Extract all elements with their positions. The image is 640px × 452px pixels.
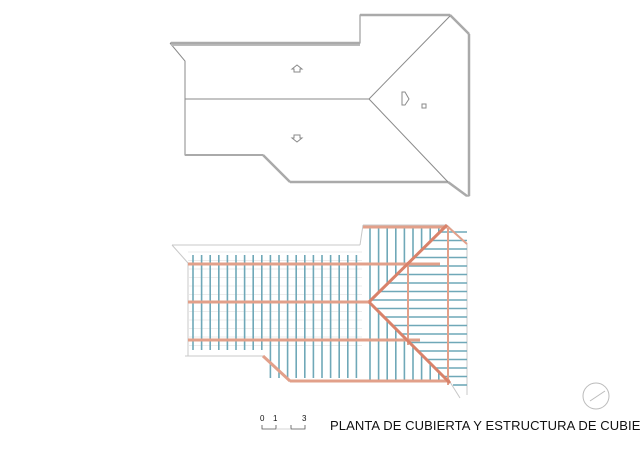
scale-label-1: 1 (273, 414, 278, 423)
eave-gutter (449, 14, 470, 35)
slope-arrow-icon (290, 134, 304, 143)
beam (446, 225, 468, 245)
scale-label-0: 0 (260, 414, 265, 423)
scale-label-3: 3 (302, 414, 307, 423)
roof-structure-plan (171, 223, 468, 399)
slope-arrow-icon (290, 64, 304, 73)
outline-line (449, 381, 461, 399)
outline-line (171, 244, 189, 264)
eave-gutter (262, 154, 291, 183)
hip-line (368, 98, 449, 183)
hip-beam (367, 300, 452, 385)
scale-bar (261, 425, 306, 430)
skylight-icon (421, 103, 427, 109)
hip-beam (367, 223, 449, 304)
hip-line (368, 15, 451, 100)
outline-line (359, 224, 364, 246)
slope-arrow-icon (401, 91, 410, 106)
roof-plan-top (169, 13, 471, 198)
north-arrow (582, 382, 610, 410)
beam (261, 354, 292, 383)
eave-gutter (447, 180, 468, 198)
drawing-title: PLANTA DE CUBIERTA Y ESTRUCTURA DE CUBIE… (330, 418, 640, 433)
